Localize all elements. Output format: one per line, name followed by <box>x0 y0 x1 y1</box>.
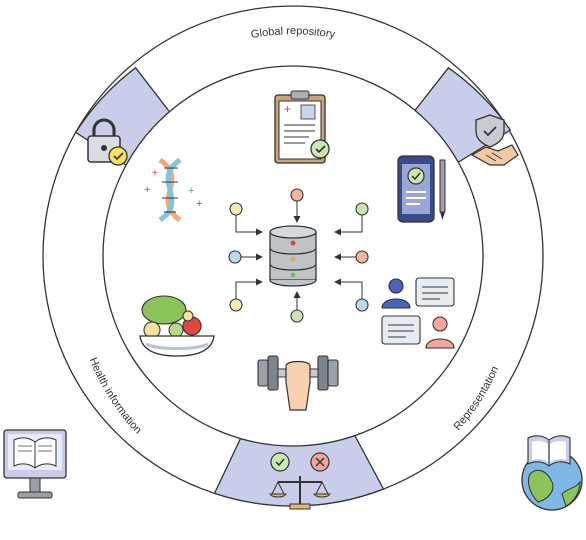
node-left <box>228 250 242 264</box>
dumbbell-icon <box>257 355 339 411</box>
node-right <box>355 250 369 264</box>
chat-people-icon <box>381 277 455 349</box>
svg-text:+: + <box>284 102 291 116</box>
svg-text:+: + <box>144 184 150 196</box>
svg-text:+: + <box>152 168 158 179</box>
node-bottom-left <box>229 298 243 312</box>
node-top-left <box>229 202 243 216</box>
food-bowl-icon <box>139 295 215 357</box>
node-bottom <box>290 309 304 323</box>
handshake-shield-icon <box>470 114 519 166</box>
database-icon <box>269 225 317 287</box>
balance-scale-icon <box>269 452 331 510</box>
node-top <box>290 188 304 202</box>
smartphone-check-icon <box>397 155 446 223</box>
node-top-right <box>355 202 369 216</box>
node-bottom-right <box>355 298 369 312</box>
globe-book-icon <box>521 435 583 511</box>
monitor-book-icon <box>3 429 67 499</box>
svg-text:+: + <box>188 185 194 197</box>
medical-report-clipboard-icon: + <box>274 90 330 164</box>
dna-helix-icon: + + + + <box>144 157 202 223</box>
data-source-nodes <box>228 188 369 323</box>
data-flow-connectors <box>235 201 363 310</box>
ring-label-global-repository: Global repository <box>250 25 336 41</box>
svg-text:+: + <box>196 198 202 210</box>
padlock-check-icon <box>87 118 128 166</box>
